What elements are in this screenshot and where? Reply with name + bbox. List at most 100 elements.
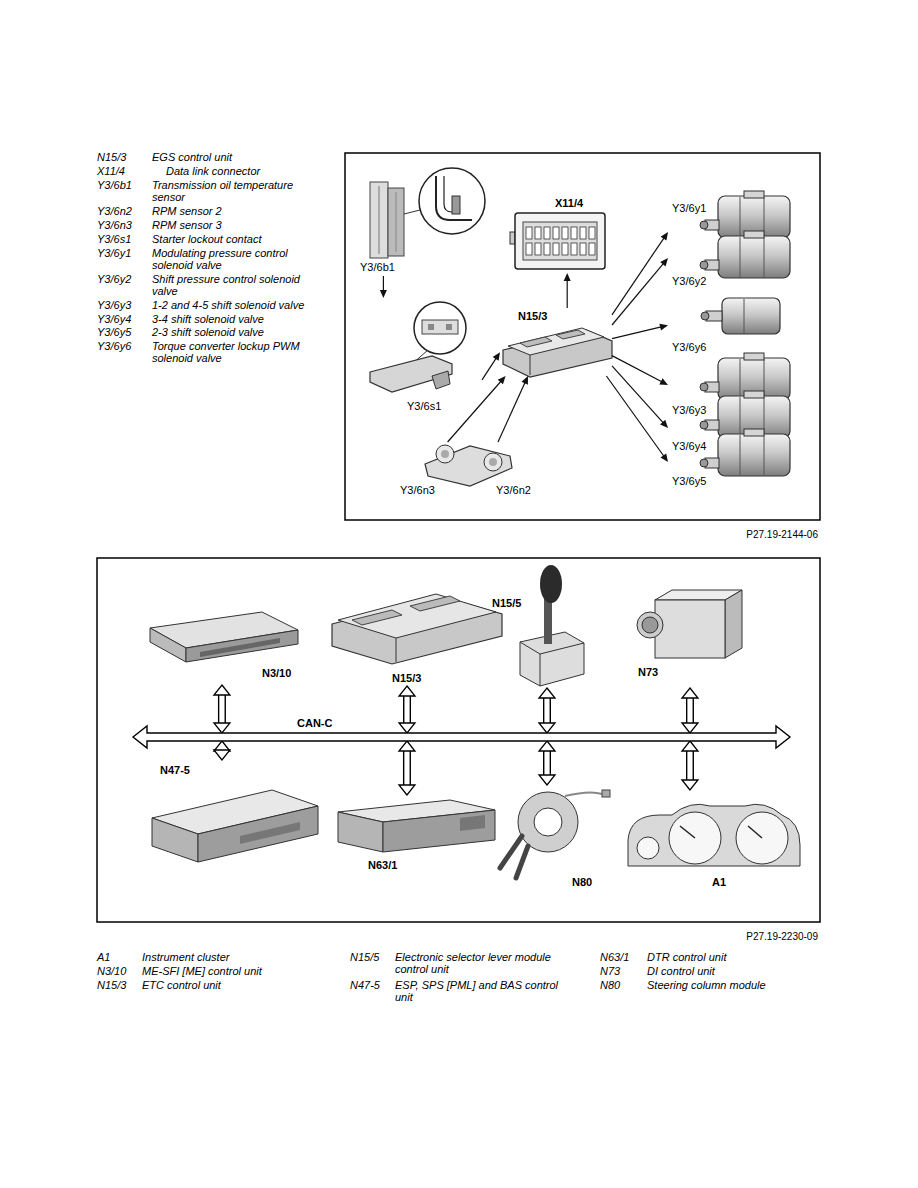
designation: A1 bbox=[97, 951, 139, 963]
connector-line bbox=[606, 376, 664, 456]
engine-control-unit-figure bbox=[150, 628, 186, 662]
connector bbox=[214, 741, 230, 760]
arrow-head bbox=[659, 378, 668, 385]
connector bbox=[612, 366, 668, 428]
connector bbox=[214, 685, 230, 733]
part-label: N63/1 bbox=[368, 859, 397, 872]
arrow-head bbox=[539, 688, 555, 698]
component: Y3/6y6 bbox=[668, 292, 795, 356]
part-label: X11/4 bbox=[555, 197, 583, 210]
description: 2-3 shift solenoid valve bbox=[152, 326, 317, 338]
data-link-connector-figure bbox=[515, 213, 605, 269]
transmission-control-unit-figure bbox=[410, 596, 460, 611]
temperature-sensor-figure bbox=[404, 210, 420, 214]
connector-line bbox=[498, 382, 525, 442]
figure-frame bbox=[345, 153, 820, 520]
arrow-head bbox=[399, 686, 415, 696]
di-control-unit-figure bbox=[725, 590, 742, 658]
description: ME-SFI [ME] control unit bbox=[142, 965, 332, 977]
di-control-unit-figure bbox=[637, 612, 663, 638]
temperature-sensor-figure bbox=[436, 176, 472, 220]
component: Y3/6n3 bbox=[398, 442, 460, 498]
arrow-head bbox=[659, 324, 668, 331]
solenoid-valve bbox=[700, 231, 790, 278]
connector-shaft bbox=[544, 698, 549, 723]
part-label: Y3/6y4 bbox=[672, 440, 706, 453]
connector bbox=[564, 273, 571, 308]
component: Y3/6y2 bbox=[668, 240, 795, 290]
part-label: N47-5 bbox=[160, 764, 190, 777]
connector-shaft bbox=[403, 751, 411, 785]
steering-column-module-figure bbox=[565, 792, 602, 796]
connector-shaft bbox=[404, 696, 409, 723]
temperature-sensor-figure bbox=[370, 182, 388, 258]
connector bbox=[380, 276, 387, 298]
description: Transmission oil temperature sensor bbox=[152, 179, 317, 203]
part-label: Y3/6b1 bbox=[360, 261, 395, 274]
designation: Y3/6n3 bbox=[97, 219, 147, 231]
arrow-head bbox=[498, 376, 506, 384]
arrow-head bbox=[380, 290, 387, 298]
part-label: Y3/6y6 bbox=[672, 341, 706, 354]
instrument-cluster-figure bbox=[637, 837, 659, 859]
component: N3/10 bbox=[145, 605, 302, 685]
arrow-head bbox=[660, 420, 668, 428]
component: Y3/6y3 bbox=[668, 358, 795, 418]
starter-lockout-figure bbox=[370, 356, 452, 392]
component: N15/3 bbox=[328, 595, 504, 686]
connector-shaft bbox=[218, 695, 226, 723]
component: Y3/6b1 bbox=[360, 163, 490, 276]
arrow-head bbox=[399, 741, 415, 751]
arrow-head bbox=[399, 785, 415, 795]
rpm-sensor-figure bbox=[489, 458, 497, 466]
designation: Y3/6y3 bbox=[97, 299, 147, 311]
arrow-head bbox=[539, 723, 555, 733]
selector-lever-figure bbox=[520, 565, 584, 686]
connector-shaft bbox=[686, 698, 694, 723]
component: N73 bbox=[632, 587, 745, 688]
designation: N15/3 bbox=[97, 979, 139, 991]
arrow-head bbox=[214, 750, 230, 760]
connector bbox=[498, 376, 528, 442]
arrow-head bbox=[660, 453, 668, 462]
arrow-head bbox=[682, 780, 698, 790]
figure-frame bbox=[97, 558, 820, 922]
part-label: CAN-C bbox=[297, 717, 332, 730]
designation: Y3/6y1 bbox=[97, 247, 147, 259]
instrument-cluster-figure bbox=[748, 826, 762, 838]
component: X11/4 bbox=[510, 195, 610, 273]
part-label: N3/10 bbox=[262, 667, 291, 680]
dtr-control-unit-figure bbox=[460, 815, 485, 831]
component: N15/3 bbox=[500, 308, 612, 376]
part-label: N15/3 bbox=[518, 310, 547, 323]
part-label: A1 bbox=[712, 876, 726, 889]
arrow-head bbox=[522, 376, 528, 385]
control-unit-figure bbox=[508, 328, 604, 355]
part-label: Y3/6n3 bbox=[400, 484, 435, 497]
designation: Y3/6y5 bbox=[97, 326, 147, 338]
connector bbox=[539, 741, 555, 785]
connector-shaft bbox=[687, 698, 692, 723]
component: Y3/6s1 bbox=[365, 298, 482, 415]
description: DI control unit bbox=[647, 965, 817, 977]
part-label: Y3/6y3 bbox=[672, 404, 706, 417]
connector-shaft bbox=[687, 751, 692, 780]
steering-column-module-figure bbox=[602, 790, 610, 797]
control-unit-figure bbox=[556, 330, 585, 339]
designation: Y3/6y6 bbox=[97, 340, 147, 352]
designation: N15/3 bbox=[97, 151, 147, 163]
connector bbox=[612, 232, 668, 315]
data-link-connector-figure bbox=[510, 213, 605, 269]
part-label: Y3/6s1 bbox=[407, 400, 441, 413]
engine-control-unit-figure bbox=[150, 612, 298, 662]
connector bbox=[612, 324, 668, 339]
designation: N47-5 bbox=[350, 979, 394, 991]
connector bbox=[682, 741, 698, 790]
component: Y3/6y1 bbox=[668, 198, 795, 238]
selector-lever-figure bbox=[520, 642, 584, 686]
rpm-sensor-figure bbox=[441, 450, 449, 458]
designation: Y3/6n2 bbox=[97, 205, 147, 217]
designation: N73 bbox=[600, 965, 645, 977]
transmission-control-unit-figure bbox=[332, 594, 502, 664]
